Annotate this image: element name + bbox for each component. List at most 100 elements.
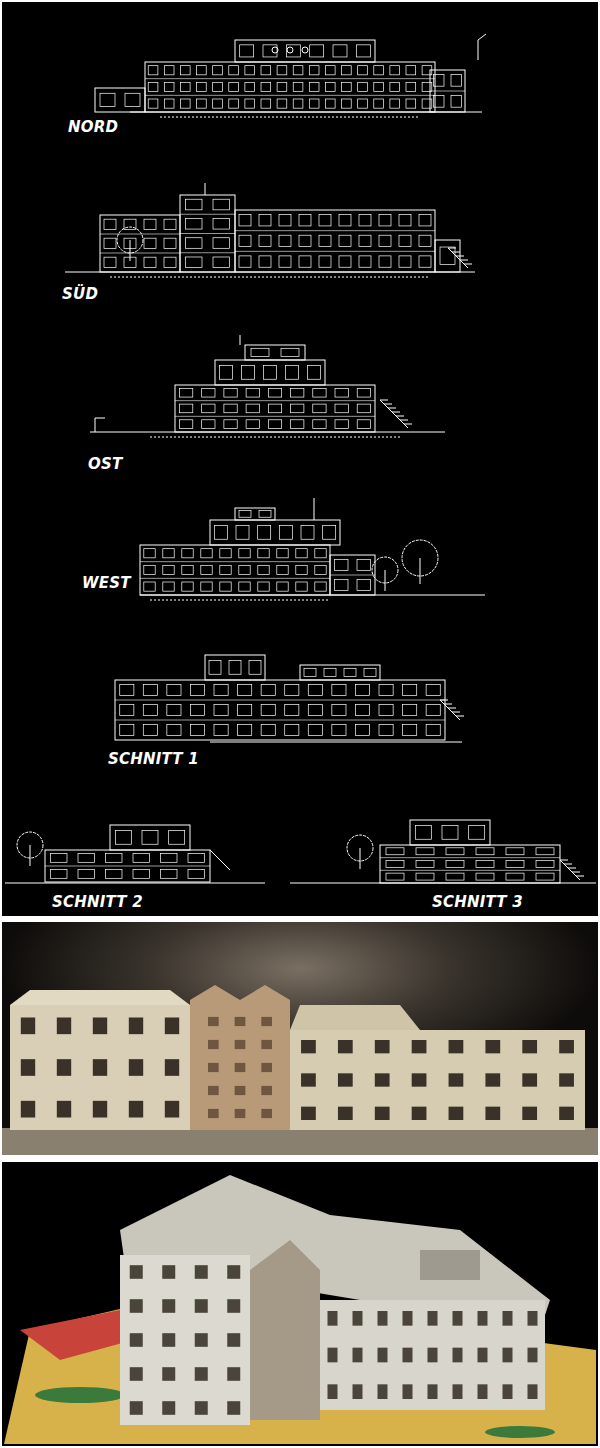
window [180, 99, 190, 108]
window [190, 724, 204, 735]
drawing-line [388, 408, 396, 409]
window [245, 66, 255, 75]
floor-line [180, 252, 235, 253]
window [469, 826, 485, 840]
window [332, 684, 346, 695]
window [299, 215, 311, 226]
window [355, 684, 369, 695]
model-window [162, 1367, 175, 1381]
window [263, 45, 277, 57]
drawing-line [464, 264, 472, 265]
window [310, 45, 324, 57]
window [313, 404, 326, 413]
model-window [235, 1040, 246, 1049]
window [293, 82, 303, 91]
model-window [353, 1348, 363, 1363]
window [239, 511, 251, 518]
window [379, 215, 391, 226]
model-window [130, 1401, 143, 1415]
model-roof [10, 990, 190, 1005]
building-outline [140, 545, 330, 595]
model-window [195, 1367, 208, 1381]
floor-line [145, 78, 435, 79]
drawing-line [456, 716, 464, 717]
model-window [403, 1384, 413, 1399]
window [182, 549, 193, 558]
window [342, 66, 352, 75]
model-window [195, 1265, 208, 1279]
model-window [338, 1040, 353, 1053]
building-outline [300, 665, 380, 680]
model-block [120, 1255, 250, 1425]
model-window [227, 1367, 240, 1381]
drawing-line [384, 404, 392, 405]
window [379, 724, 393, 735]
drawing-line [210, 850, 230, 870]
window [115, 831, 131, 845]
window [261, 724, 275, 735]
model-window [208, 1109, 219, 1118]
window [239, 549, 250, 558]
window [161, 870, 178, 879]
model-window [129, 1059, 143, 1076]
window [78, 870, 95, 879]
building-outline [145, 62, 435, 112]
window [213, 199, 230, 210]
drawing-line [576, 876, 584, 877]
window [434, 96, 445, 108]
window [188, 870, 205, 879]
model-window [378, 1311, 388, 1326]
model-window [195, 1401, 208, 1415]
model-window [208, 1086, 219, 1095]
window [164, 66, 174, 75]
window [261, 684, 275, 695]
drawing-line [560, 860, 580, 880]
window [293, 66, 303, 75]
model-window [227, 1299, 240, 1313]
building-outline [45, 850, 210, 882]
window [286, 45, 300, 57]
model-window [235, 1017, 246, 1026]
window [214, 724, 228, 735]
model-window [195, 1299, 208, 1313]
model-window [57, 1059, 71, 1076]
window [144, 238, 156, 248]
drawing-line [420, 558, 421, 584]
window [309, 82, 319, 91]
drawing-line [385, 570, 386, 591]
floor-line [145, 95, 435, 96]
floor-line [140, 578, 330, 579]
window [245, 82, 255, 91]
window [104, 219, 116, 229]
view-label: WEST [82, 574, 131, 592]
drawing-line [380, 400, 408, 428]
model-window [428, 1384, 438, 1399]
window [213, 218, 230, 229]
building-outline [210, 520, 340, 545]
window [249, 661, 261, 675]
window [355, 704, 369, 715]
window [324, 668, 336, 676]
model-photo [4, 1175, 596, 1444]
model-window [478, 1311, 488, 1326]
window [261, 704, 275, 715]
window [213, 257, 230, 268]
building-outline [235, 508, 275, 520]
window [239, 582, 250, 591]
window [144, 582, 155, 591]
window [399, 215, 411, 226]
window [258, 549, 269, 558]
model-window [301, 1040, 316, 1053]
window [374, 82, 384, 91]
floor-line [380, 870, 560, 871]
floor-line [330, 575, 375, 576]
model-window [503, 1348, 513, 1363]
window [201, 582, 212, 591]
window [258, 565, 269, 574]
drawing-line [95, 418, 96, 432]
window [291, 420, 304, 429]
window [164, 99, 174, 108]
model-window [428, 1348, 438, 1363]
window [419, 256, 431, 267]
